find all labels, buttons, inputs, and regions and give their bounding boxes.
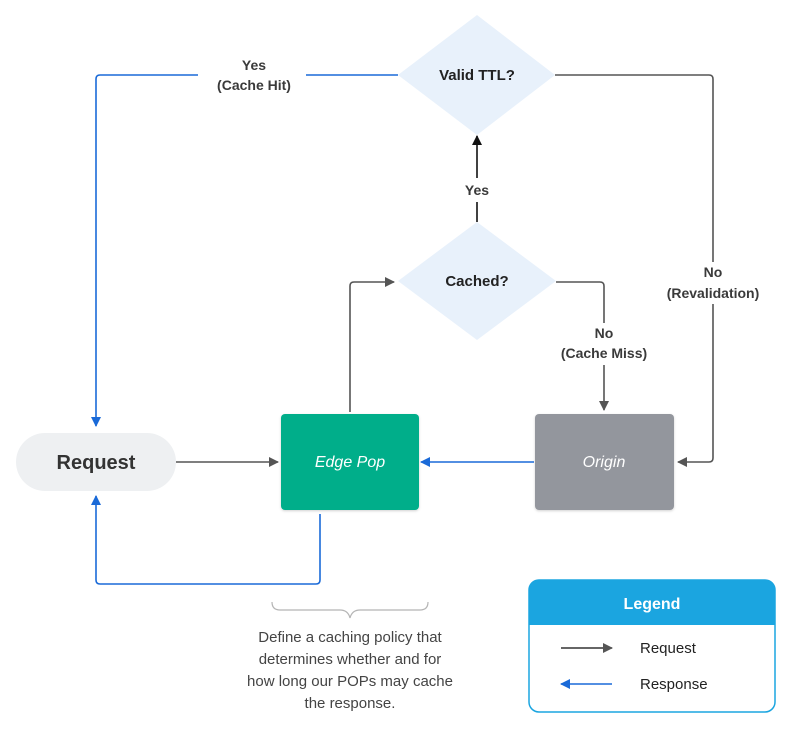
note-line-3: how long our POPs may cache bbox=[247, 673, 453, 690]
origin-label: Origin bbox=[583, 454, 626, 471]
cache-miss-no-label: No bbox=[595, 325, 614, 341]
cache-miss-sub-label: (Cache Miss) bbox=[561, 345, 647, 361]
revalidation-no-label: No bbox=[704, 264, 723, 280]
cache-hit-response-arrow bbox=[91, 74, 398, 427]
legend-box: Legend Request Response bbox=[528, 579, 776, 713]
cache-hit-yes-label: Yes bbox=[242, 57, 266, 73]
edge-pop-node bbox=[281, 414, 419, 510]
note-line-2: determines whether and for bbox=[259, 651, 442, 668]
request-label: Request bbox=[57, 452, 136, 474]
edge-pop-to-request-arrow bbox=[91, 495, 321, 585]
note-line-1: Define a caching policy that bbox=[258, 629, 442, 646]
origin-node bbox=[535, 414, 674, 510]
cache-miss-request-arrow bbox=[556, 281, 609, 411]
legend-title: Legend bbox=[624, 596, 681, 613]
note-brace bbox=[271, 601, 429, 619]
valid-ttl-label: Valid TTL? bbox=[439, 67, 515, 84]
cached-label: Cached? bbox=[445, 273, 508, 290]
request-node: Request bbox=[16, 433, 176, 491]
valid-ttl-decision: Valid TTL? bbox=[398, 15, 555, 135]
cached-decision: Cached? bbox=[398, 222, 556, 340]
cache-hit-sub-label: (Cache Hit) bbox=[217, 77, 291, 93]
edge-pop-to-cached-arrow bbox=[349, 277, 395, 412]
legend-request-label: Request bbox=[640, 640, 697, 657]
revalidation-sub-label: (Revalidation) bbox=[667, 285, 760, 301]
edge-pop-label: Edge Pop bbox=[315, 454, 385, 471]
cached-yes-label: Yes bbox=[465, 182, 489, 198]
note-line-4: the response. bbox=[305, 695, 396, 712]
legend-response-label: Response bbox=[640, 676, 708, 693]
